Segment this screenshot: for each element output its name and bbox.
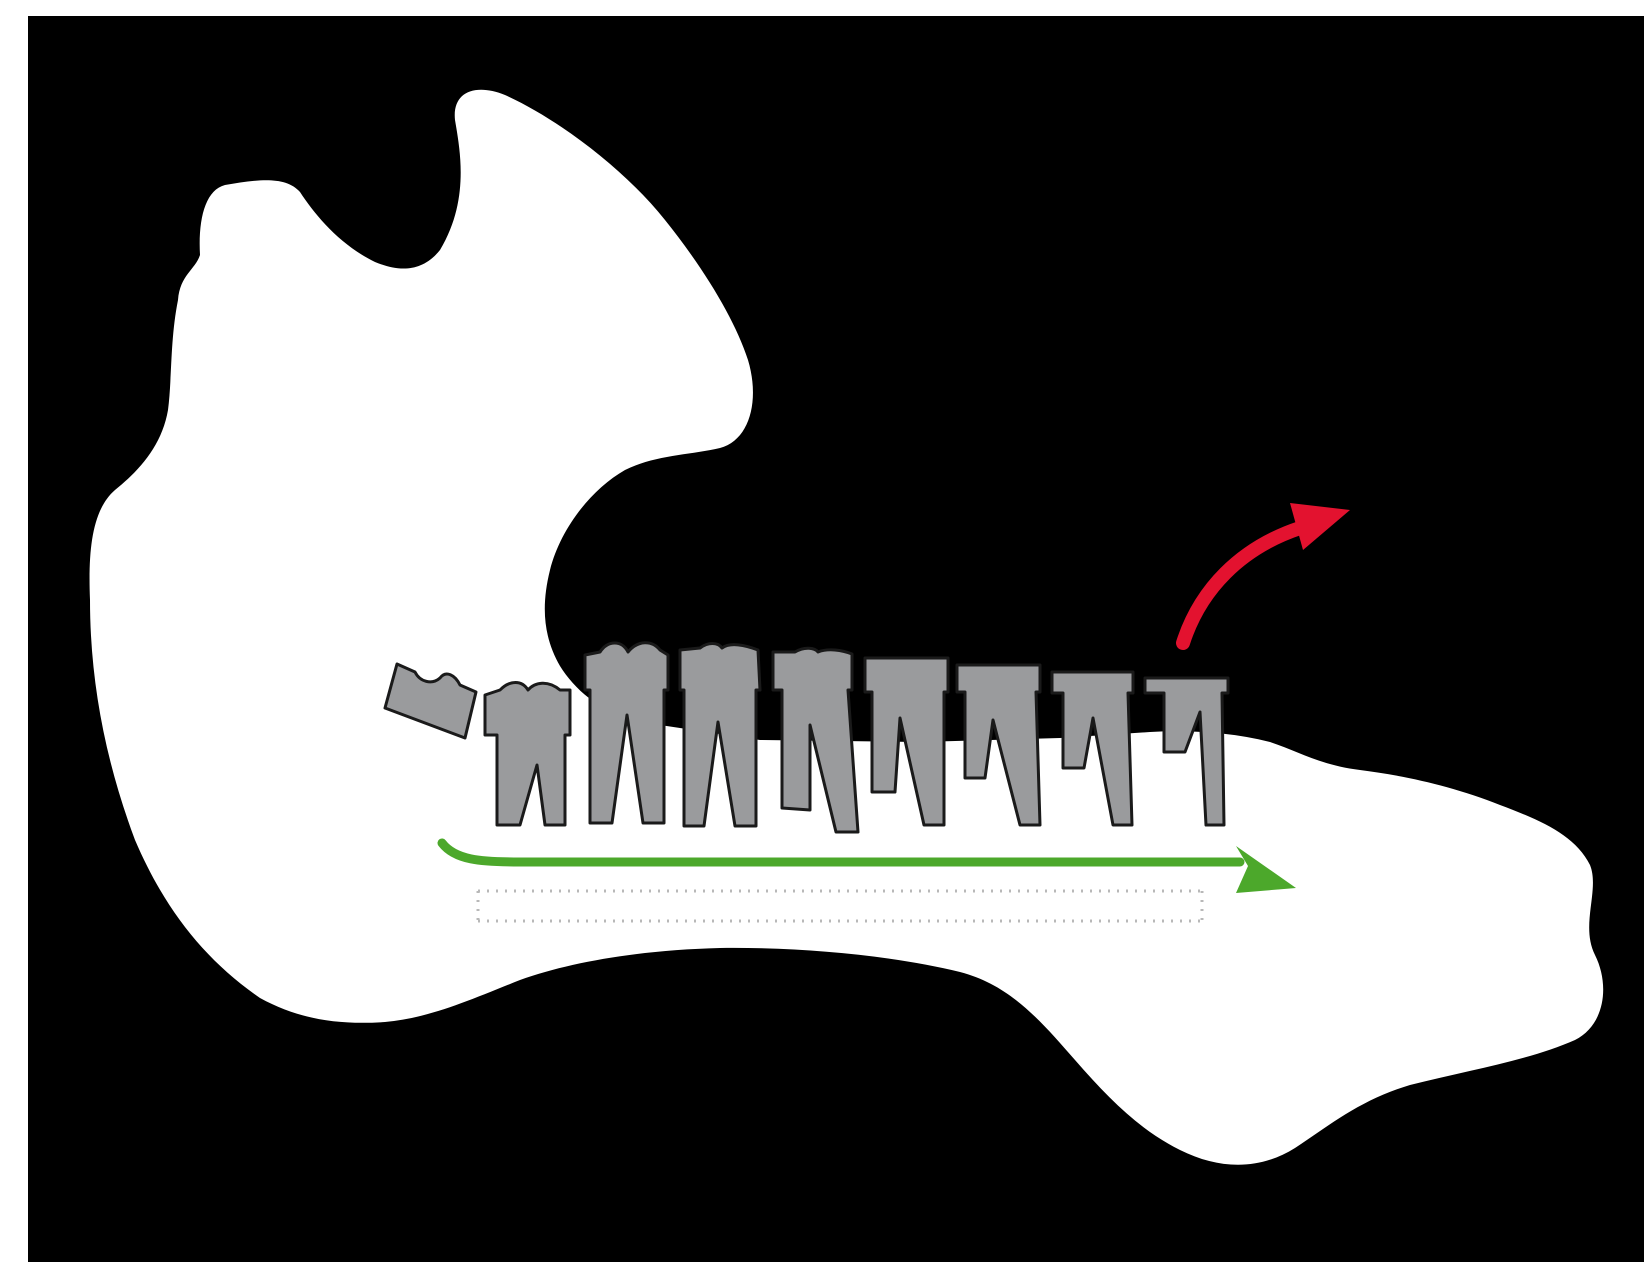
tooth-icon	[383, 662, 478, 740]
tooth-icon	[863, 656, 950, 827]
red-arrowhead	[1290, 503, 1350, 550]
tooth-icon	[678, 642, 762, 828]
mandible-bone	[89, 89, 1604, 1165]
tooth-icon	[1143, 676, 1230, 827]
green-arrow	[437, 838, 1245, 867]
tooth-icon	[771, 646, 860, 834]
tooth-icon	[583, 641, 670, 825]
tooth-icon	[483, 681, 572, 827]
green-arrowhead	[1236, 846, 1296, 893]
tooth-icon	[1050, 670, 1135, 827]
tooth-row	[383, 641, 1230, 834]
dotted-band	[476, 889, 1204, 923]
red-curved-arrow	[1176, 521, 1307, 650]
tooth-icon	[955, 663, 1042, 827]
